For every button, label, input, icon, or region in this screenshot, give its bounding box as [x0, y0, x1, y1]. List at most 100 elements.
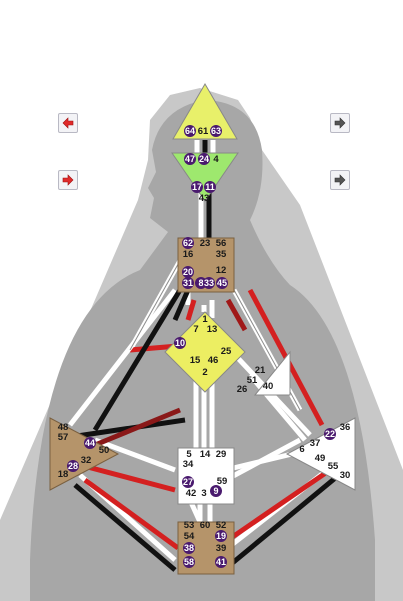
gate-47: 47	[185, 154, 195, 164]
gate-marker-44	[84, 437, 96, 449]
personality-prev-button[interactable]	[58, 113, 78, 133]
gate-37: 37	[310, 438, 321, 449]
gate-19: 19	[216, 531, 226, 541]
gate-54: 54	[184, 531, 195, 542]
gate-marker-58	[183, 556, 195, 568]
gate-48: 48	[58, 422, 69, 433]
gate-marker-11	[204, 181, 216, 193]
gate-39: 39	[216, 543, 227, 554]
channel-21	[94, 437, 176, 473]
gate-27: 27	[183, 477, 193, 487]
gate-11: 11	[205, 182, 215, 192]
channel-35	[226, 467, 332, 543]
gate-62: 62	[183, 238, 193, 248]
sacral-center	[177, 447, 235, 505]
gate-marker-31	[182, 277, 194, 289]
gate-50: 50	[99, 445, 110, 456]
gate-56: 56	[216, 238, 227, 249]
gate-25: 25	[221, 346, 232, 357]
gate-52: 52	[216, 520, 227, 531]
gate-18: 18	[58, 469, 69, 480]
gate-28: 28	[68, 461, 78, 471]
channel-8	[225, 298, 248, 332]
gate-7: 7	[193, 324, 198, 335]
gate-13: 13	[207, 324, 218, 335]
gate-23: 23	[200, 238, 211, 249]
gate-15: 15	[190, 355, 201, 366]
gate-33: 33	[204, 278, 214, 288]
channel-outline-a	[129, 249, 187, 351]
gate-17: 17	[192, 182, 202, 192]
channel-16	[92, 288, 183, 432]
gate-3: 3	[201, 488, 206, 499]
gate-20: 20	[183, 267, 193, 277]
design-next-button-top[interactable]	[330, 113, 350, 133]
gate-marker-62	[182, 237, 194, 249]
gate-29: 29	[216, 449, 227, 460]
gate-5: 5	[186, 449, 192, 460]
gate-4: 4	[213, 154, 219, 165]
gate-53: 53	[184, 520, 195, 531]
gate-43: 43	[199, 193, 210, 204]
channel-23	[94, 407, 181, 448]
gate-marker-22	[324, 428, 336, 440]
gate-42: 42	[186, 488, 197, 499]
gate-22: 22	[325, 429, 335, 439]
ego-center	[253, 350, 291, 396]
gate-60: 60	[200, 520, 211, 531]
channel-27	[220, 437, 302, 485]
gate-24: 24	[199, 154, 209, 164]
gate-marker-17	[191, 181, 203, 193]
gate-26: 26	[237, 384, 248, 395]
gate-40: 40	[263, 381, 274, 392]
channel-32	[83, 477, 180, 551]
gate-marker-47	[184, 153, 196, 165]
channel-15	[68, 288, 177, 427]
gate-10: 10	[175, 338, 185, 348]
channel-10	[172, 289, 191, 321]
gate-9: 9	[213, 486, 218, 496]
gate-16: 16	[183, 249, 194, 260]
right-arrow-icon	[62, 174, 74, 186]
gate-44: 44	[85, 438, 95, 448]
gate-marker-63	[210, 125, 222, 137]
gate-59: 59	[217, 476, 228, 487]
gate-31: 31	[183, 278, 193, 288]
gate-57: 57	[58, 432, 69, 443]
channel-36	[228, 468, 347, 567]
gate-51: 51	[247, 375, 258, 386]
gate-marker-10	[174, 337, 186, 349]
gate-marker-41	[215, 556, 227, 568]
gate-30: 30	[340, 470, 351, 481]
gate-marker-20	[182, 266, 194, 278]
channel-33	[73, 483, 177, 572]
gate-63: 63	[211, 126, 221, 136]
gate-marker-28	[67, 460, 79, 472]
gate-8: 8	[198, 278, 203, 288]
gate-marker-64	[184, 125, 196, 137]
right-arrow-icon	[334, 174, 346, 186]
gate-58: 58	[184, 557, 194, 567]
gate-36: 36	[340, 422, 351, 433]
gate-marker-24	[198, 153, 210, 165]
gate-1: 1	[202, 314, 208, 325]
gate-34: 34	[183, 459, 194, 470]
design-next-button-bottom[interactable]	[330, 170, 350, 190]
gate-12: 12	[216, 265, 227, 276]
gate-marker-33	[203, 277, 215, 289]
gate-64: 64	[185, 126, 195, 136]
channel-6	[185, 299, 197, 321]
gate-55: 55	[328, 461, 339, 472]
gate-46: 46	[208, 355, 219, 366]
gate-61: 61	[198, 126, 209, 137]
solar-plexus-center	[285, 417, 356, 491]
gate-marker-9	[210, 485, 222, 497]
gate-32: 32	[81, 455, 92, 466]
ajna-center	[171, 152, 239, 202]
channel-25	[248, 373, 307, 442]
left-arrow-icon	[62, 117, 74, 129]
personality-next-button[interactable]	[58, 170, 78, 190]
gate-35: 35	[216, 249, 227, 260]
